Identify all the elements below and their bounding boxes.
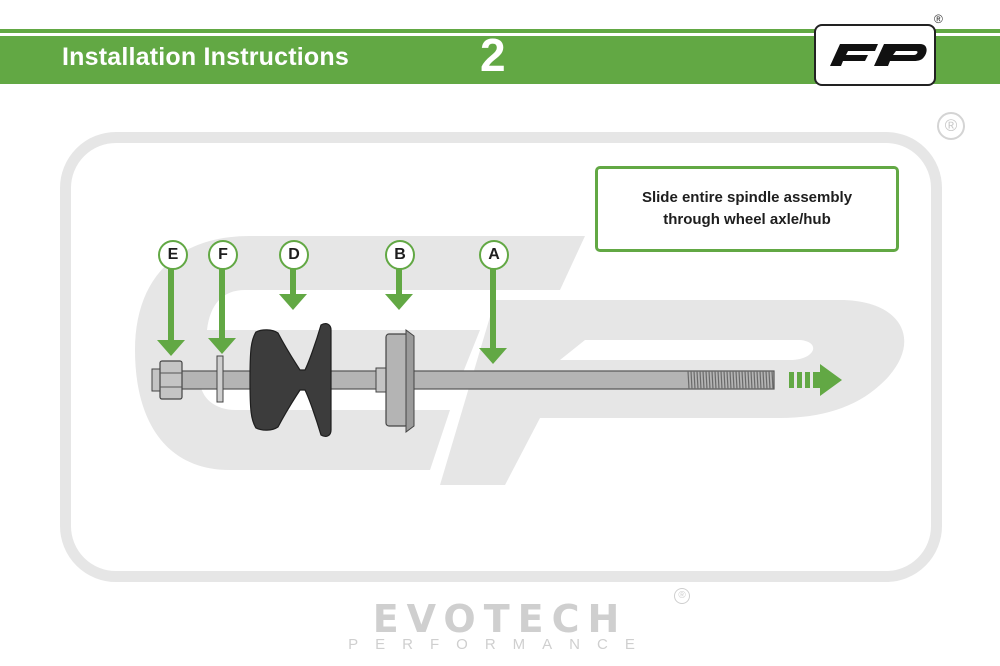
step-number: 2 bbox=[480, 29, 506, 81]
thread-line bbox=[720, 370, 723, 390]
thread-line bbox=[708, 370, 711, 390]
part-label-b: B bbox=[385, 240, 415, 270]
thread-line bbox=[711, 370, 714, 390]
thread-line bbox=[735, 370, 738, 390]
thread-line bbox=[687, 370, 690, 390]
ep-logo bbox=[814, 24, 936, 86]
page-title: Installation Instructions bbox=[62, 43, 349, 71]
thread-line bbox=[765, 370, 768, 390]
thread-line bbox=[696, 370, 699, 390]
ep-logo-icon bbox=[830, 44, 927, 66]
footer-subtitle: PERFORMANCE bbox=[348, 636, 652, 653]
spool-d bbox=[249, 323, 332, 437]
thread-line bbox=[690, 370, 693, 390]
thread-line bbox=[729, 370, 732, 390]
part-label-a: A bbox=[479, 240, 509, 270]
thread-line bbox=[750, 370, 753, 390]
instruction-callout: Slide entire spindle assembly through wh… bbox=[595, 166, 899, 252]
thread-line bbox=[738, 370, 741, 390]
thread-line bbox=[705, 370, 708, 390]
thread-line bbox=[747, 370, 750, 390]
callout-line-1: Slide entire spindle assembly bbox=[641, 189, 853, 206]
thread-line bbox=[717, 370, 720, 390]
thread-line bbox=[723, 370, 726, 390]
label-arrows bbox=[157, 266, 507, 364]
thread-line bbox=[744, 370, 747, 390]
thread-line bbox=[702, 370, 705, 390]
footer-registered-mark: ® bbox=[674, 588, 690, 604]
thread-line bbox=[732, 370, 735, 390]
ep-watermark-icon bbox=[135, 236, 905, 485]
part-label-e: E bbox=[158, 240, 188, 270]
spacer-b bbox=[375, 329, 415, 433]
thread-line bbox=[768, 370, 771, 390]
footer-brand: EVOTECH bbox=[372, 597, 628, 641]
nut-e bbox=[151, 360, 183, 400]
diagram-frame bbox=[60, 132, 942, 582]
slide-direction-arrow bbox=[789, 364, 842, 396]
spindle-thread bbox=[687, 370, 774, 390]
thread-line bbox=[699, 370, 702, 390]
part-label-d: D bbox=[279, 240, 309, 270]
washer-f bbox=[216, 355, 224, 403]
part-label-f: F bbox=[208, 240, 238, 270]
registered-mark-top: ® bbox=[934, 12, 943, 26]
callout-line-2: through wheel axle/hub bbox=[663, 211, 831, 228]
registered-mark-watermark: ® bbox=[937, 112, 965, 140]
thread-line bbox=[762, 370, 765, 390]
thread-line bbox=[759, 370, 762, 390]
thread-line bbox=[693, 370, 696, 390]
thread-line bbox=[741, 370, 744, 390]
thread-line bbox=[714, 370, 717, 390]
thread-line bbox=[753, 370, 756, 390]
thread-line bbox=[726, 370, 729, 390]
thread-line bbox=[756, 370, 759, 390]
thread-line bbox=[771, 370, 774, 390]
